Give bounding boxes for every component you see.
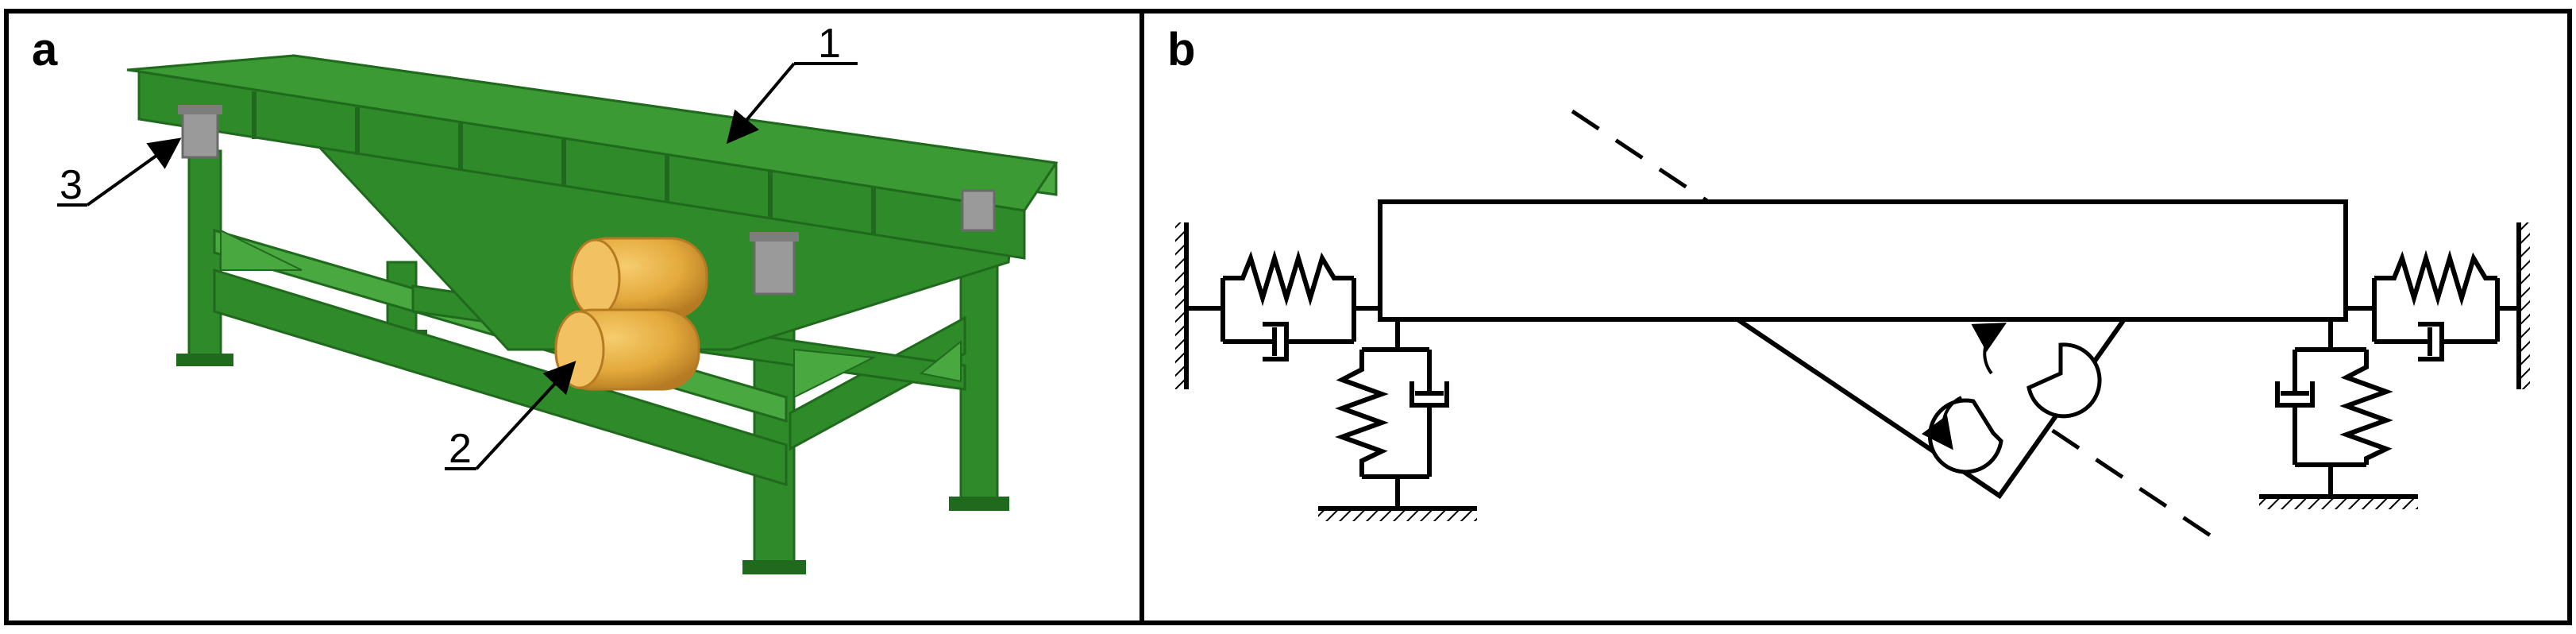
gusset (793, 348, 877, 399)
left-ground-hatch (1318, 508, 1477, 521)
spring-mount-far (961, 189, 996, 232)
callout-2: 2 (445, 361, 577, 472)
callout-2-label: 2 (449, 426, 472, 472)
callout-3-leader (86, 137, 182, 207)
left-horizontal-spring-damper (1175, 222, 1380, 389)
right-ground-hatch (2259, 497, 2418, 509)
spring-mount-left-cap (178, 105, 222, 114)
left-h-spring (1223, 249, 1354, 307)
gusset (919, 339, 962, 383)
left-v-spring (1335, 350, 1389, 477)
spring-mount-right-cap (750, 232, 799, 242)
rotation-arrow-lower (1921, 396, 1962, 450)
right-wall (2519, 222, 2530, 389)
spring-mount-right (753, 237, 796, 296)
left-wall (1175, 222, 1186, 389)
eccentric-rotor-upper (2026, 342, 2102, 419)
right-horizontal-spring-damper (2346, 222, 2530, 389)
motor-upper-end (570, 238, 621, 318)
foot-plate (949, 497, 1009, 511)
left-vertical-spring-damper (1318, 319, 1477, 521)
foot-plate (176, 354, 233, 366)
callout-3-label: 3 (60, 162, 83, 208)
exciter-upper (1971, 323, 2102, 419)
panel-a-letter: a (32, 24, 58, 75)
leg-front-right (959, 237, 999, 502)
callout-1: 1 (726, 21, 858, 145)
trough-lip (126, 54, 1059, 212)
outer-border (4, 9, 2572, 625)
feeder-trough (126, 54, 1059, 351)
leg-back-left (187, 149, 222, 359)
foot-plate (742, 560, 806, 574)
spring-mount-left (181, 110, 219, 159)
right-v-spring (2339, 350, 2393, 465)
gusset (220, 229, 303, 271)
feeder-body (1378, 199, 2348, 322)
callout-2-leader (475, 361, 577, 470)
callout-1-leader (726, 62, 796, 145)
vibration-motors (554, 237, 708, 391)
panel-b: b (1167, 24, 2530, 539)
callout-3: 3 (57, 137, 182, 208)
front-cross-beam (789, 315, 966, 451)
right-h-spring (2374, 249, 2497, 307)
exciter-lower (1921, 396, 2003, 474)
right-vertical-spring-damper (2259, 319, 2418, 509)
spring-mounts (178, 105, 996, 296)
rotation-arrow-upper (1971, 323, 2007, 375)
callout-1-label: 1 (818, 21, 841, 67)
panel-a: a (32, 21, 1059, 574)
panel-b-letter: b (1167, 24, 1195, 75)
